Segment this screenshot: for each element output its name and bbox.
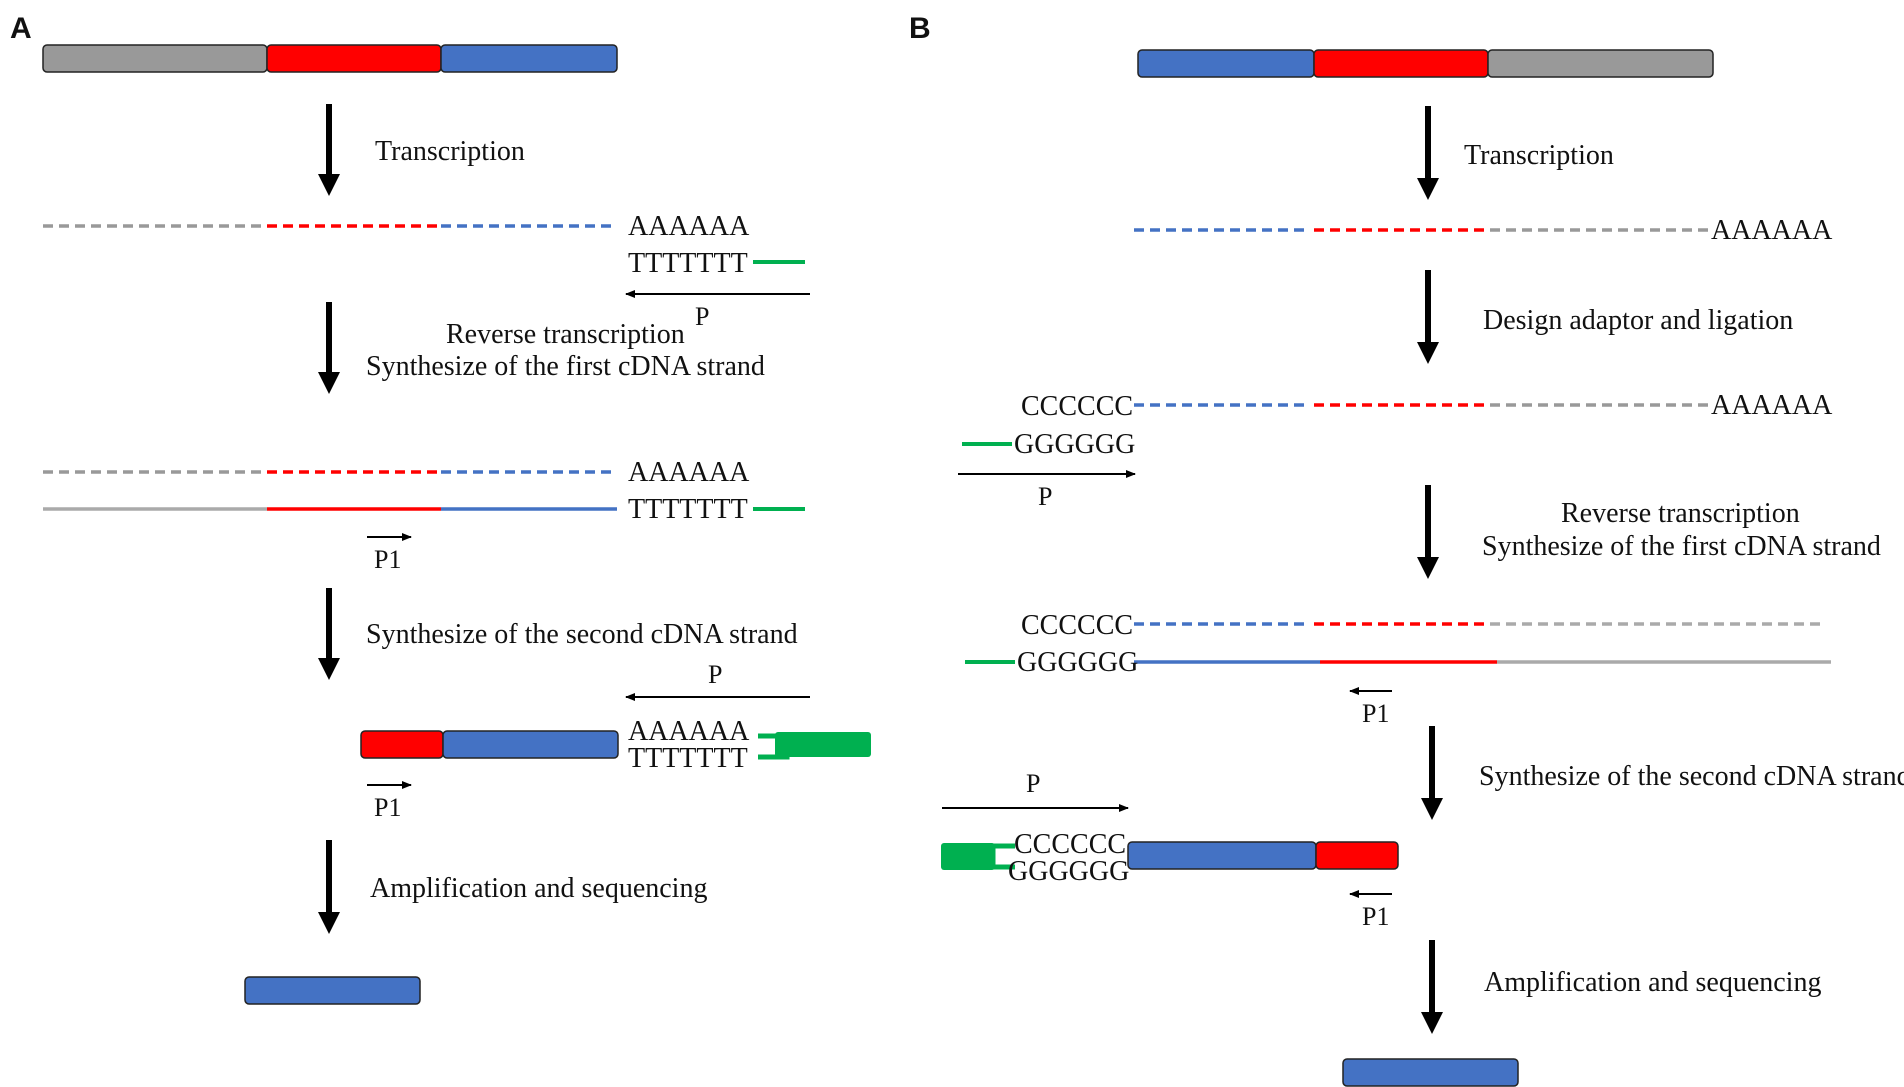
panel-b-rna-cdna-hybrid bbox=[1134, 622, 1831, 664]
c-stretch: CCCCCC bbox=[1014, 829, 1126, 860]
step-label-transcription: Transcription bbox=[375, 136, 525, 167]
panel-b-step-arrow bbox=[1417, 485, 1439, 579]
primer-p-label: P bbox=[708, 660, 722, 689]
step-label-transcription: Transcription bbox=[1464, 140, 1614, 171]
step-label-adaptor-ligation: Design adaptor and ligation bbox=[1483, 305, 1793, 336]
step-label-reverse-transcription: Reverse transcription bbox=[1561, 498, 1800, 529]
step-label-reverse-transcription: Reverse transcription bbox=[446, 319, 685, 350]
sequencing-product bbox=[1342, 1058, 1519, 1087]
primer-p-label: P bbox=[1038, 482, 1052, 511]
g-stretch: GGGGGG bbox=[1008, 856, 1129, 887]
panel-b-step-arrow bbox=[1421, 940, 1443, 1034]
panel-a-label: A bbox=[10, 12, 32, 45]
ligated-adaptor bbox=[941, 843, 1015, 870]
panel-b-gene bbox=[1137, 49, 1714, 78]
sequencing-product bbox=[244, 976, 421, 1005]
oligo-dt: TTTTTTT bbox=[628, 743, 748, 774]
gene-segment-blue bbox=[1137, 49, 1315, 78]
panel-a-step-arrow bbox=[318, 588, 340, 680]
panel-a-rna-cdna-hybrid bbox=[43, 470, 617, 511]
step-label-second-strand: Synthesize of the second cDNA strand bbox=[366, 619, 798, 650]
primer-p1-label: P1 bbox=[374, 793, 401, 822]
step-label-first-strand: Synthesize of the first cDNA strand bbox=[1482, 531, 1881, 562]
poly-a-tail: AAAAAA bbox=[1711, 215, 1833, 246]
panel-b-ds-cdna bbox=[1127, 841, 1399, 870]
panel-a: A Transcription AAAAAA TTTTTTT P Rev bbox=[10, 12, 871, 1005]
poly-a-tail: AAAAAA bbox=[1711, 390, 1833, 421]
primer-p1-label: P1 bbox=[1362, 699, 1389, 728]
step-label-first-strand: Synthesize of the first cDNA strand bbox=[366, 351, 765, 382]
poly-a-tail: AAAAAA bbox=[628, 716, 750, 747]
step-label-second-strand: Synthesize of the second cDNA strand bbox=[1479, 761, 1904, 792]
panel-a-gene bbox=[42, 44, 618, 73]
step-label-amplification: Amplification and sequencing bbox=[1484, 967, 1821, 998]
ligated-adaptor bbox=[758, 732, 871, 760]
panel-a-step-arrow bbox=[318, 840, 340, 934]
gene-segment-blue bbox=[440, 44, 618, 73]
g-stretch: GGGGGG bbox=[1014, 429, 1135, 460]
poly-a-tail: AAAAAA bbox=[628, 457, 750, 488]
gene-segment-gray bbox=[42, 44, 268, 73]
gene-segment-red bbox=[266, 44, 442, 73]
oligo-dt: TTTTTTT bbox=[628, 494, 748, 525]
c-stretch: CCCCCC bbox=[1021, 610, 1133, 641]
panel-a-step-arrow bbox=[318, 104, 340, 196]
primer-p1-label: P1 bbox=[374, 545, 401, 574]
panel-a-step-arrow bbox=[318, 302, 340, 394]
panel-b-step-arrow bbox=[1417, 106, 1439, 200]
c-stretch: CCCCCC bbox=[1021, 391, 1133, 422]
poly-a-tail: AAAAAA bbox=[628, 211, 750, 242]
panel-a-ds-cdna bbox=[360, 730, 619, 759]
gene-segment-red bbox=[1313, 49, 1489, 78]
panel-b-label: B bbox=[909, 12, 931, 45]
panel-b-step-arrow bbox=[1417, 270, 1439, 364]
g-stretch: GGGGGG bbox=[1017, 647, 1138, 678]
oligo-dt: TTTTTTT bbox=[628, 248, 748, 279]
panel-b-step-arrow bbox=[1421, 726, 1443, 820]
gene-segment-gray bbox=[1487, 49, 1714, 78]
primer-p-label: P bbox=[695, 302, 709, 331]
primer-p1-label: P1 bbox=[1362, 902, 1389, 931]
primer-p-label: P bbox=[1026, 769, 1040, 798]
step-label-amplification: Amplification and sequencing bbox=[370, 873, 707, 904]
panel-b: B Transcription AAAAAA Design adaptor an… bbox=[909, 12, 1904, 1087]
